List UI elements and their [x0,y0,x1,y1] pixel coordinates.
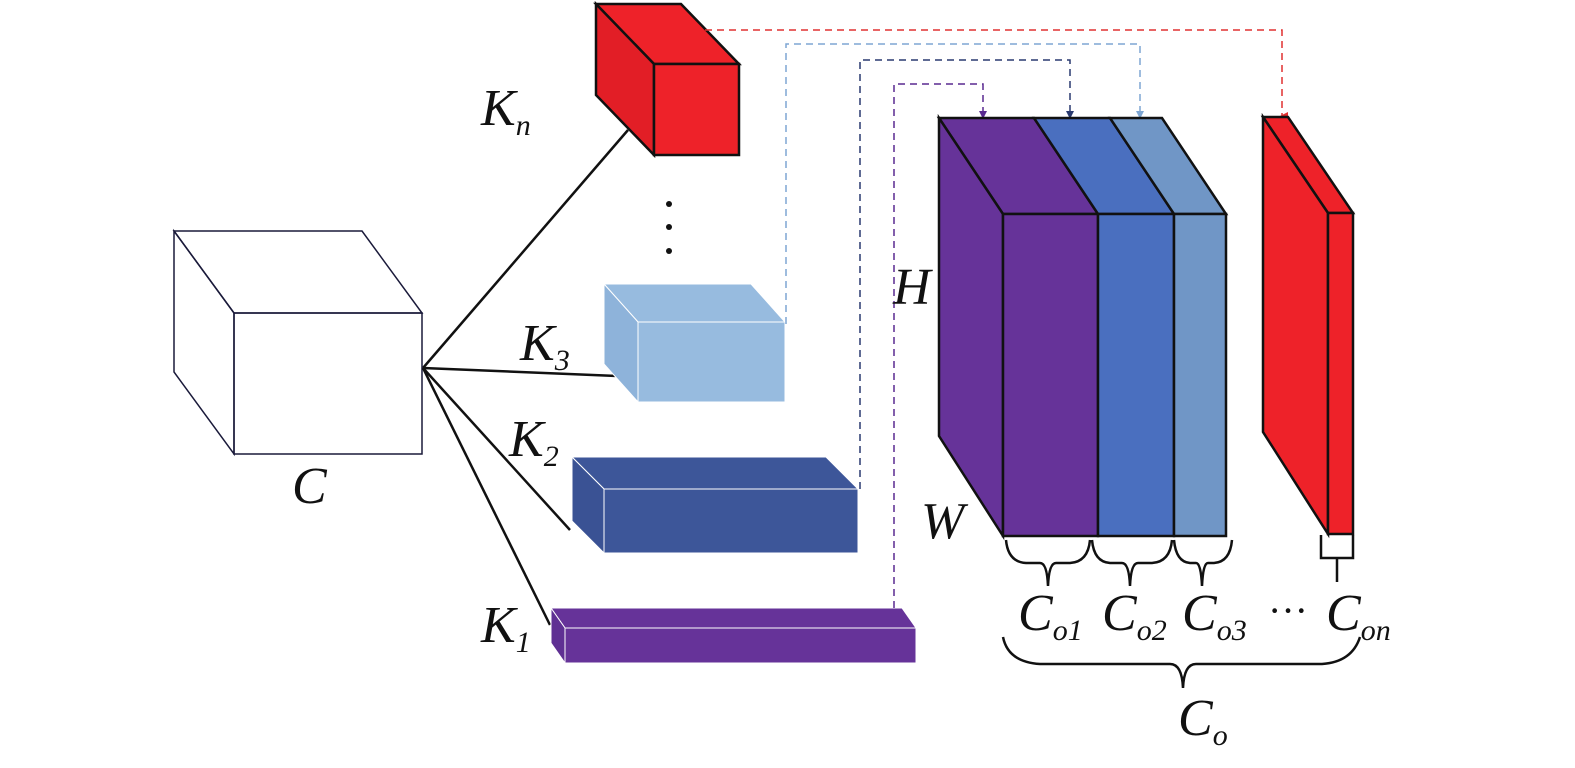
kernel-kn-block [593,0,742,159]
output-label-con: Con [1326,585,1391,647]
kernel-k2-block [570,455,860,555]
dashed-routes [705,29,1288,608]
kernel-label-kn: Kn [480,80,531,142]
connector-lines [421,129,629,626]
output-label-co3: Co3 [1182,585,1247,647]
input-feature-cube [172,228,424,457]
output-slab-co2 [1031,116,1177,538]
kernel-k3-block [602,282,787,404]
kernel-label-k1: K1 [480,597,531,659]
kernel-label-k2: K2 [508,411,559,473]
output-slab-co1 [936,113,1101,541]
output-braces [1004,535,1355,587]
input-label: C [292,458,328,515]
total-output-label: Co [1178,690,1228,752]
vertical-ellipsis [666,201,672,254]
output-slab-co3 [1107,116,1229,538]
kernel-k1-block [550,606,917,665]
width-label: W [921,493,969,550]
kernel-label-k3: K3 [519,315,570,377]
height-label: H [892,259,933,316]
output-label-co2: Co2 [1102,585,1167,647]
total-brace [1001,636,1362,689]
horizontal-ellipsis: ··· [1268,588,1308,633]
output-slab-con [1260,112,1356,539]
output-label-co1: Co1 [1018,585,1083,647]
